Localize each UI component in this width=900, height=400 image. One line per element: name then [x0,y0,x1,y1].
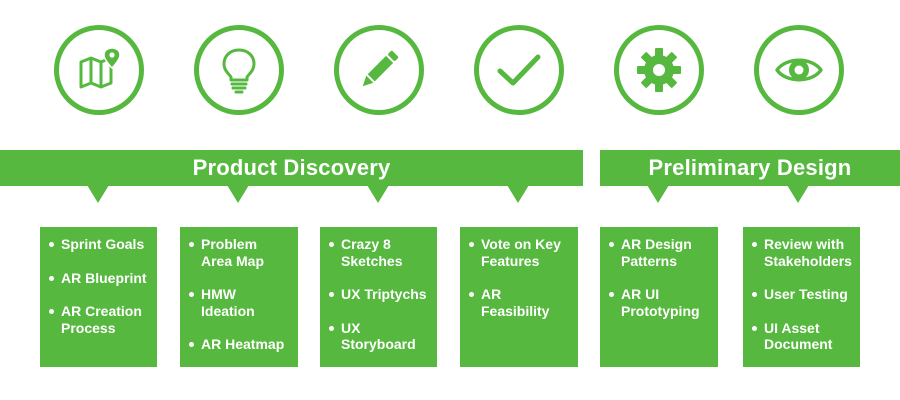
step-box: Vote on Key Features AR Feasibility [460,227,578,367]
step-box: Sprint Goals AR Blueprint AR Creation Pr… [40,227,157,367]
banner-pointer [787,185,809,203]
list-item: AR Creation Process [47,303,149,336]
list-item: UI Asset Document [750,320,852,353]
step-list: Sprint Goals AR Blueprint AR Creation Pr… [47,236,149,336]
list-item: Problem Area Map [187,236,290,269]
list-item: AR Feasibility [467,286,570,319]
banner-pointer [87,185,109,203]
step-list: Crazy 8 Sketches UX Triptychs UX Storybo… [327,236,429,353]
list-item: UX Triptychs [327,286,429,303]
eye-icon [775,58,823,82]
list-item: AR Blueprint [47,270,149,287]
banner-pointer [367,185,389,203]
product-discovery-banner: Product Discovery [0,150,583,186]
list-item: AR UI Prototyping [607,286,710,319]
list-item: Vote on Key Features [467,236,570,269]
list-item: User Testing [750,286,852,303]
gear-icon-circle [614,25,704,115]
map-icon [79,47,121,89]
product-discovery-title: Product Discovery [192,155,391,180]
checkmark-icon-circle [474,25,564,115]
list-item: Sprint Goals [47,236,149,253]
preliminary-design-title: Preliminary Design [648,155,852,180]
list-item: Crazy 8 Sketches [327,236,429,269]
pencil-icon-circle [334,25,424,115]
map-icon-circle [54,25,144,115]
list-item: HMW Ideation [187,286,290,319]
list-item: UX Storyboard [327,320,429,353]
step-box: Problem Area Map HMW Ideation AR Heatmap [180,227,298,367]
step-list: Review with Stakeholders User Testing UI… [750,236,852,353]
step-box: Review with Stakeholders User Testing UI… [743,227,860,367]
banner-pointer [647,185,669,203]
step-box: AR Design Patterns AR UI Prototyping [600,227,718,367]
step-box: Crazy 8 Sketches UX Triptychs UX Storybo… [320,227,437,367]
list-item: Review with Stakeholders [750,236,852,269]
banner-pointer [227,185,249,203]
lightbulb-icon-circle [194,25,284,115]
list-item: AR Heatmap [187,336,290,353]
list-item: AR Design Patterns [607,236,710,269]
step-list: Vote on Key Features AR Feasibility [467,236,570,319]
checkmark-icon [497,54,541,86]
step-list: Problem Area Map HMW Ideation AR Heatmap [187,236,290,353]
preliminary-design-banner: Preliminary Design [600,150,900,186]
pencil-icon [362,50,399,87]
banner-pointer [507,185,529,203]
lightbulb-icon [222,48,256,94]
step-list: AR Design Patterns AR UI Prototyping [607,236,710,319]
gear-icon [637,48,681,92]
eye-icon-circle [754,25,844,115]
